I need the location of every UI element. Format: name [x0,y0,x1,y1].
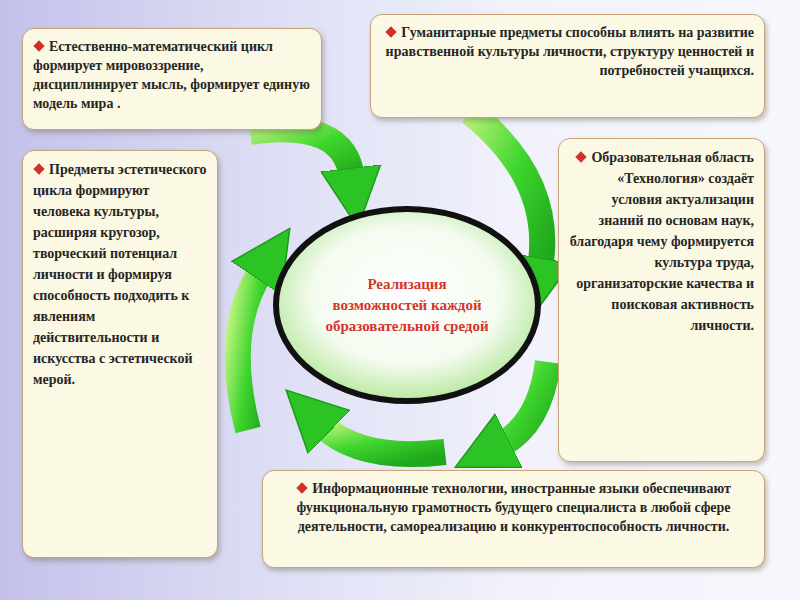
bullet-mark [33,40,44,51]
bullet-mark [297,482,308,493]
swirl-arrow [322,425,445,454]
info-box: Естественно-математический цикл формируе… [22,28,322,130]
box-text: Информационные технологии, иностранные я… [296,481,730,534]
box-text: Предметы эстетического цикла формируют ч… [33,162,207,387]
bullet-mark [386,26,397,37]
swirl-arrow [500,362,548,445]
swirl-arrow [250,129,352,178]
ellipse-shape [276,209,538,401]
box-text: Образовательная область «Технология» соз… [570,150,754,333]
bullet-mark [576,151,587,162]
info-box: Информационные технологии, иностранные я… [262,470,765,568]
bullet-mark [33,163,44,174]
swirl-arrow [238,270,262,430]
box-text: Естественно-математический цикл формируе… [33,39,310,111]
center-title: Реализация возможностей каждой образоват… [320,274,494,337]
central-ellipse: Реализация возможностей каждой образоват… [272,205,542,405]
info-box: Образовательная область «Технология» соз… [558,138,765,462]
box-text: Гуманитарные предметы способны влиять на… [386,25,754,78]
info-box: Гуманитарные предметы способны влиять на… [370,14,765,118]
info-box: Предметы эстетического цикла формируют ч… [22,150,218,558]
